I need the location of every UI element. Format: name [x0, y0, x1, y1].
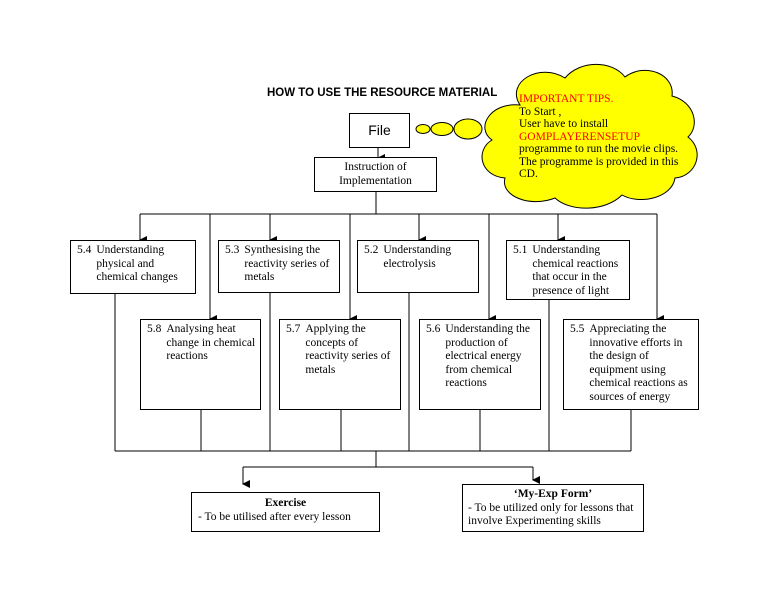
topic-number: 5.6 — [426, 323, 441, 335]
tips-line-2: User have to install — [519, 118, 609, 130]
thought-cloud — [415, 63, 698, 209]
exercise-title: Exercise — [264, 497, 307, 509]
topic-text: Analysing heat change in chemical reacti… — [166, 323, 256, 362]
my-exp-text: - To be utilized only for lessons that i… — [468, 501, 634, 528]
topic-5-2[interactable]: 5.2 Understanding electrolysis — [357, 240, 479, 293]
topic-5-7[interactable]: 5.7 Applying the concepts of reactivity … — [279, 319, 401, 410]
topic-5-1[interactable]: 5.1 Understanding chemical reactions tha… — [506, 240, 630, 300]
topic-number: 5.7 — [286, 323, 301, 335]
topic-5-3[interactable]: 5.3 Synthesising the reactivity series o… — [218, 240, 340, 293]
exercise-text: - To be utilised after every lesson — [198, 510, 351, 523]
topic-number: 5.2 — [364, 244, 379, 256]
topic-text: Appreciating the innovative efforts in t… — [589, 323, 688, 403]
topic-5-4[interactable]: 5.4 Understanding physical and chemical … — [70, 240, 196, 294]
topic-text: Understanding electrolysis — [383, 244, 452, 270]
instruction-line-2: Implementation — [339, 174, 412, 187]
tips-program-name: GOMPLAYERENSETUP — [519, 130, 640, 143]
topic-number: 5.5 — [570, 323, 585, 335]
file-box[interactable]: File — [349, 113, 410, 148]
topic-text: Synthesising the reactivity series of me… — [244, 244, 330, 283]
topic-text: Understanding chemical reactions that oc… — [532, 244, 619, 297]
topic-number: 5.4 — [77, 244, 92, 256]
topic-text: Understanding physical and chemical chan… — [96, 244, 178, 283]
instruction-box[interactable]: Instruction of Implementation — [314, 157, 437, 192]
topic-number: 5.8 — [147, 323, 162, 335]
topic-number: 5.1 — [513, 244, 528, 256]
page-title: HOW TO USE THE RESOURCE MATERIAL — [267, 87, 498, 99]
topic-5-8[interactable]: 5.8 Analysing heat change in chemical re… — [140, 319, 261, 410]
topic-text: Understanding the production of electric… — [445, 323, 531, 389]
my-exp-title: ‘My-Exp Form’ — [513, 488, 593, 500]
instruction-line-1: Instruction of — [344, 161, 407, 173]
important-tips: IMPORTANT TIPS. To Start , User have to … — [519, 93, 679, 181]
tips-line-1: To Start , — [519, 105, 562, 118]
topic-text: Applying the concepts of reactivity seri… — [305, 323, 391, 376]
tips-heading: IMPORTANT TIPS. — [519, 93, 614, 105]
topic-5-6[interactable]: 5.6 Understanding the production of elec… — [419, 319, 541, 410]
file-label: File — [368, 121, 391, 138]
exercise-box[interactable]: Exercise - To be utilised after every le… — [191, 492, 380, 532]
my-exp-form-box[interactable]: ‘My-Exp Form’ - To be utilized only for … — [462, 484, 644, 532]
topic-5-5[interactable]: 5.5 Appreciating the innovative efforts … — [563, 319, 699, 410]
tips-line-3: programme to run the movie clips. The pr… — [519, 143, 679, 180]
topic-number: 5.3 — [225, 244, 240, 256]
